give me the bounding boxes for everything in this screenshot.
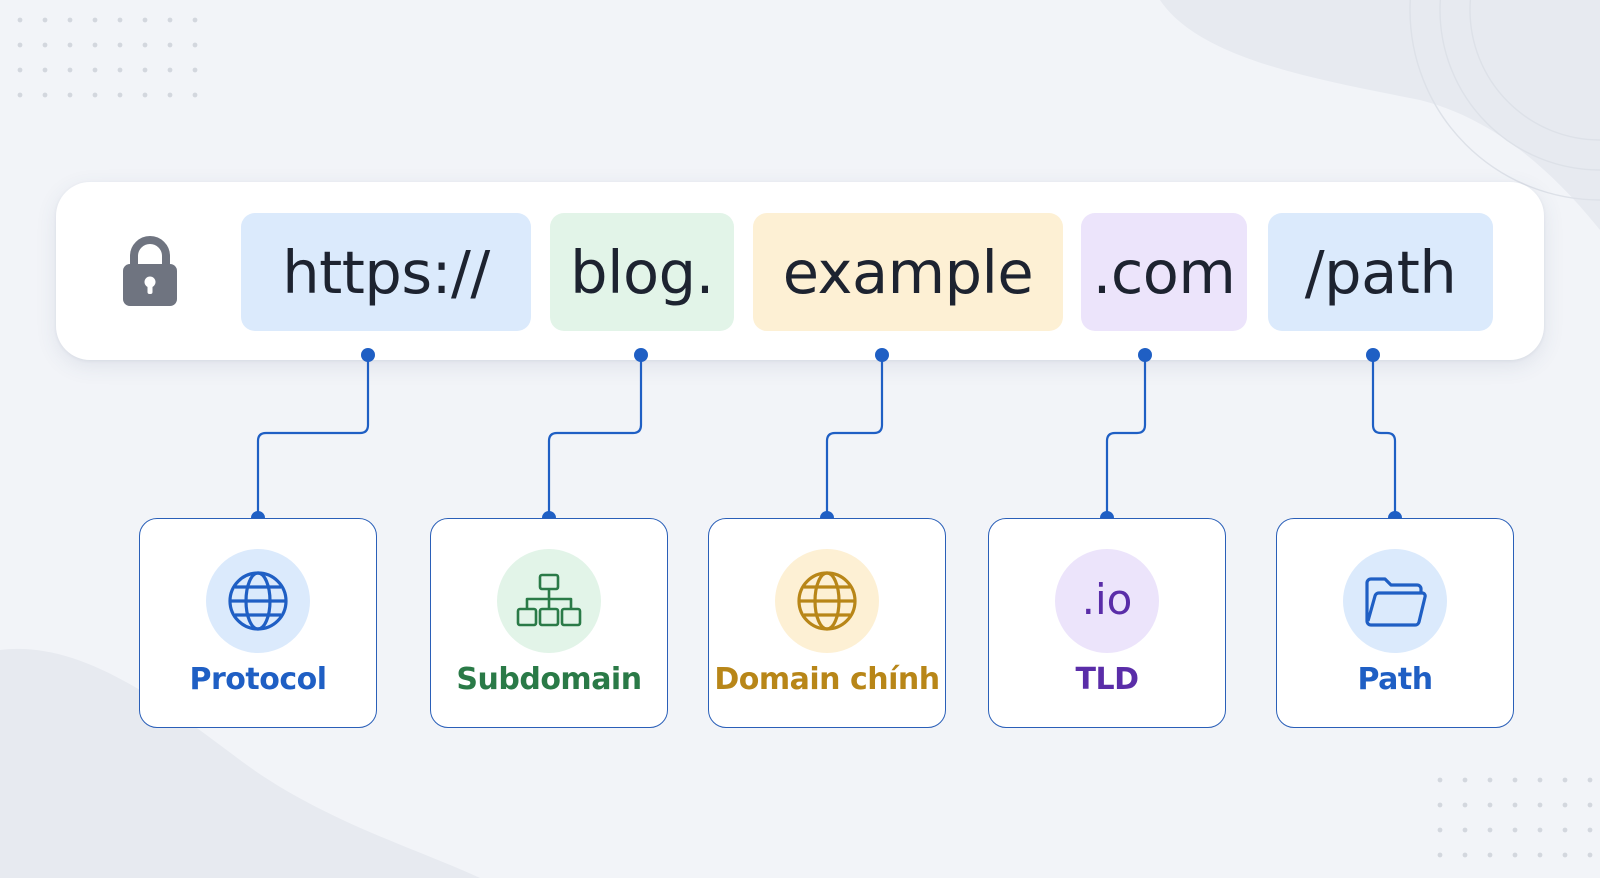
decor-dot [1487, 827, 1493, 833]
url-segment-protocol: https:// [241, 213, 531, 331]
decor-dot [67, 92, 73, 98]
decor-dot [1512, 802, 1518, 808]
card-label-path: Path [1357, 662, 1433, 697]
decor-dot [1462, 777, 1468, 783]
decor-dot [42, 17, 48, 23]
decor-dot [1437, 802, 1443, 808]
globe-icon [228, 571, 288, 631]
decor-dot [42, 42, 48, 48]
decor-dot [117, 17, 123, 23]
card-tld: .io TLD [988, 518, 1226, 728]
decor-dot [142, 42, 148, 48]
decor-dot [92, 17, 98, 23]
decor-dot [67, 42, 73, 48]
decor-dot [1587, 827, 1593, 833]
icon-circle [775, 549, 879, 653]
decor-dot [167, 92, 173, 98]
decor-dot [117, 92, 123, 98]
decor-dot [1487, 777, 1493, 783]
decor-dot [1587, 777, 1593, 783]
decor-dot [142, 92, 148, 98]
decor-dot [1587, 802, 1593, 808]
decor-dot [1537, 802, 1543, 808]
decor-dot [1437, 777, 1443, 783]
decor-dot [1437, 852, 1443, 858]
decor-dot [192, 42, 198, 48]
decor-dot [117, 42, 123, 48]
url-segment-domain: example [753, 213, 1063, 331]
decor-dot [192, 67, 198, 73]
decor-dot [67, 17, 73, 23]
decor-dot [1512, 777, 1518, 783]
decor-dot [1562, 802, 1568, 808]
icon-circle [1343, 549, 1447, 653]
decor-dot [92, 92, 98, 98]
decor-dot [167, 17, 173, 23]
decor-dot [67, 67, 73, 73]
url-segment-path: /path [1268, 213, 1493, 331]
decor-dot [167, 67, 173, 73]
decor-dot [1537, 852, 1543, 858]
decor-dot [1437, 827, 1443, 833]
folder-icon [1365, 577, 1427, 627]
decor-dot [17, 17, 23, 23]
card-protocol: Protocol [139, 518, 377, 728]
decor-dot [1512, 852, 1518, 858]
decor-dot [1512, 827, 1518, 833]
decor-dot [167, 42, 173, 48]
tld-text-icon: .io [1081, 574, 1133, 624]
card-label-domain: Domain chính [714, 662, 940, 697]
card-label-tld: TLD [1075, 662, 1139, 697]
decor-dot [92, 67, 98, 73]
decor-dot [117, 67, 123, 73]
decor-dot [1462, 852, 1468, 858]
lock-icon [123, 236, 177, 306]
decor-dot [17, 67, 23, 73]
decor-dot [1462, 802, 1468, 808]
decor-dot [142, 17, 148, 23]
icon-circle [497, 549, 601, 653]
decor-dot [92, 42, 98, 48]
decor-dot [1487, 852, 1493, 858]
url-segment-tld: .com [1081, 213, 1247, 331]
icon-circle: .io [1055, 549, 1159, 653]
sitemap-icon [516, 573, 582, 627]
decor-dot [42, 67, 48, 73]
icon-circle [206, 549, 310, 653]
decor-dot [1562, 777, 1568, 783]
decor-dot [1462, 827, 1468, 833]
decor-dot [1562, 852, 1568, 858]
card-path: Path [1276, 518, 1514, 728]
decor-dot [1587, 852, 1593, 858]
decor-dot [1487, 802, 1493, 808]
decor-dot [1562, 827, 1568, 833]
decor-dot [192, 17, 198, 23]
decor-dot [192, 92, 198, 98]
card-subdomain: Subdomain [430, 518, 668, 728]
card-label-protocol: Protocol [189, 662, 327, 697]
card-domain: Domain chính [708, 518, 946, 728]
decor-dot [1537, 827, 1543, 833]
card-label-subdomain: Subdomain [456, 662, 642, 697]
globe-icon [797, 571, 857, 631]
decor-dot [142, 67, 148, 73]
url-segment-subdomain: blog. [550, 213, 734, 331]
decor-dot [17, 92, 23, 98]
decor-dot [17, 42, 23, 48]
decor-dot [42, 92, 48, 98]
decor-dot [1537, 777, 1543, 783]
